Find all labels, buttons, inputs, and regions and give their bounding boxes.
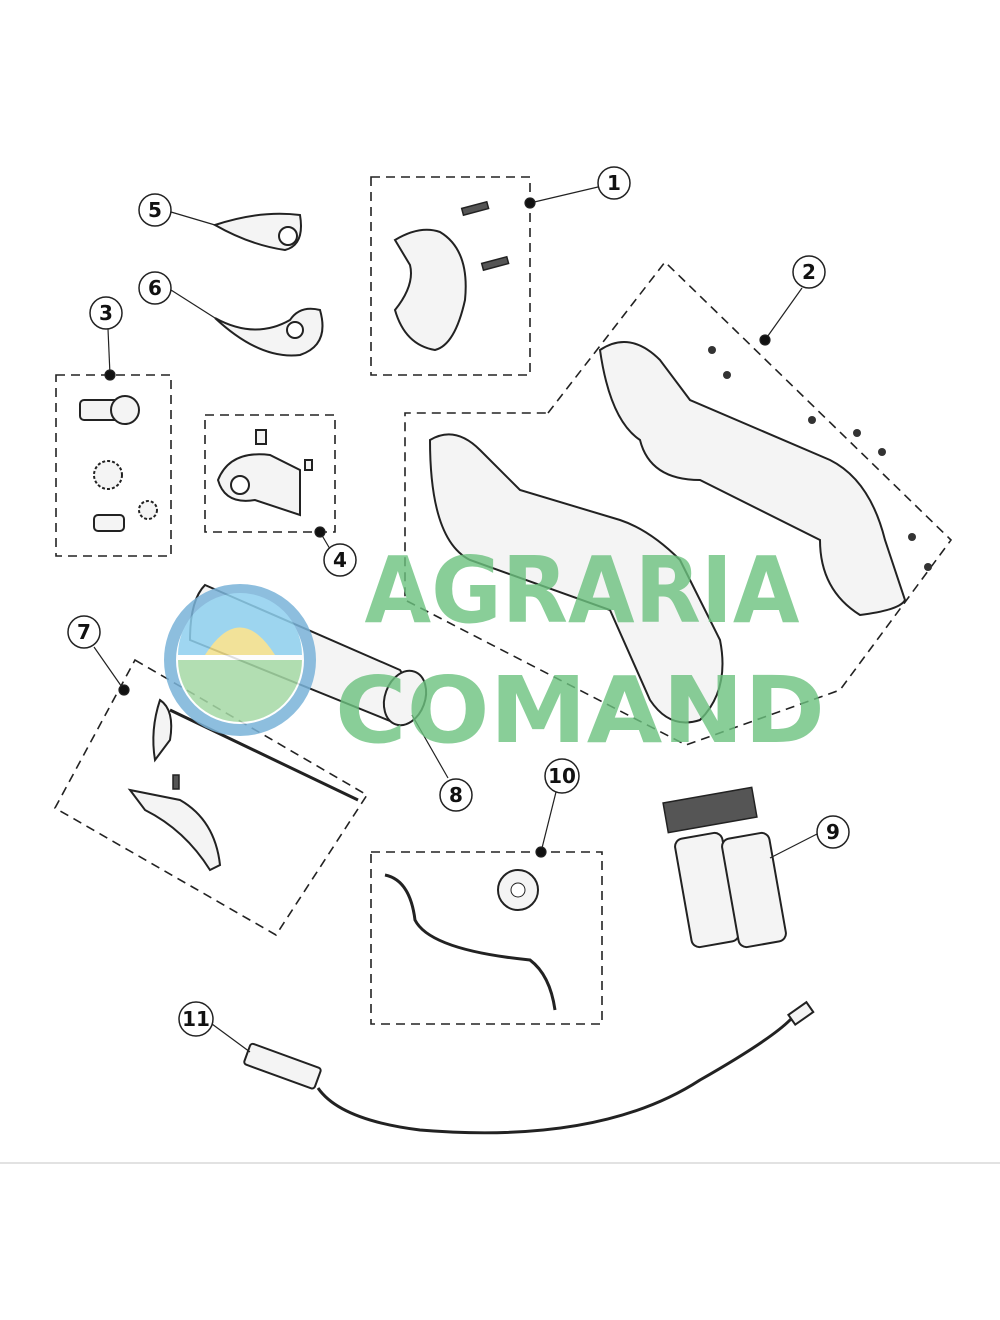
callout-11: 11 — [178, 1001, 214, 1037]
watermark-logo — [164, 584, 316, 736]
part-1-cover — [393, 200, 510, 352]
callout-6: 6 — [138, 271, 172, 305]
part-6-blade — [214, 307, 324, 357]
group-box-3 — [55, 374, 172, 557]
callout-5: 5 — [138, 193, 172, 227]
callout-9: 9 — [816, 815, 850, 849]
group-box-10 — [370, 851, 603, 1025]
callout-8: 8 — [439, 778, 473, 812]
callout-3: 3 — [89, 296, 123, 330]
svg-text:10: 10 — [548, 764, 576, 788]
callout-2: 2 — [792, 255, 826, 289]
svg-text:9: 9 — [826, 820, 840, 844]
part-9-battery — [662, 786, 787, 949]
part-5-blade — [212, 212, 302, 252]
callout-4: 4 — [323, 543, 357, 577]
callout-7: 7 — [67, 615, 101, 649]
part-4-sector-gear — [216, 429, 313, 517]
svg-text:3: 3 — [99, 301, 113, 325]
svg-text:11: 11 — [182, 1007, 210, 1031]
svg-text:8: 8 — [449, 783, 463, 807]
watermark-line-1: AGRARIA — [365, 537, 800, 644]
svg-text:5: 5 — [148, 198, 162, 222]
svg-text:6: 6 — [148, 276, 162, 300]
part-11-usb-cable — [243, 1000, 815, 1135]
watermark-text: AGRARIA COMAND — [335, 537, 825, 764]
svg-text:7: 7 — [77, 620, 91, 644]
part-3-gears — [79, 395, 158, 532]
callout-10: 10 — [544, 758, 580, 794]
callout-1: 1 — [597, 166, 631, 200]
group-box-7 — [53, 658, 369, 937]
group-box-4 — [204, 414, 336, 533]
svg-text:4: 4 — [333, 548, 347, 572]
watermark-line-2: COMAND — [335, 657, 825, 764]
group-box-1 — [370, 176, 531, 376]
svg-text:1: 1 — [607, 171, 621, 195]
part-10-wire — [384, 869, 557, 1011]
svg-text:2: 2 — [802, 260, 816, 284]
part-2-housing — [428, 341, 932, 724]
group-box-2 — [404, 260, 953, 746]
